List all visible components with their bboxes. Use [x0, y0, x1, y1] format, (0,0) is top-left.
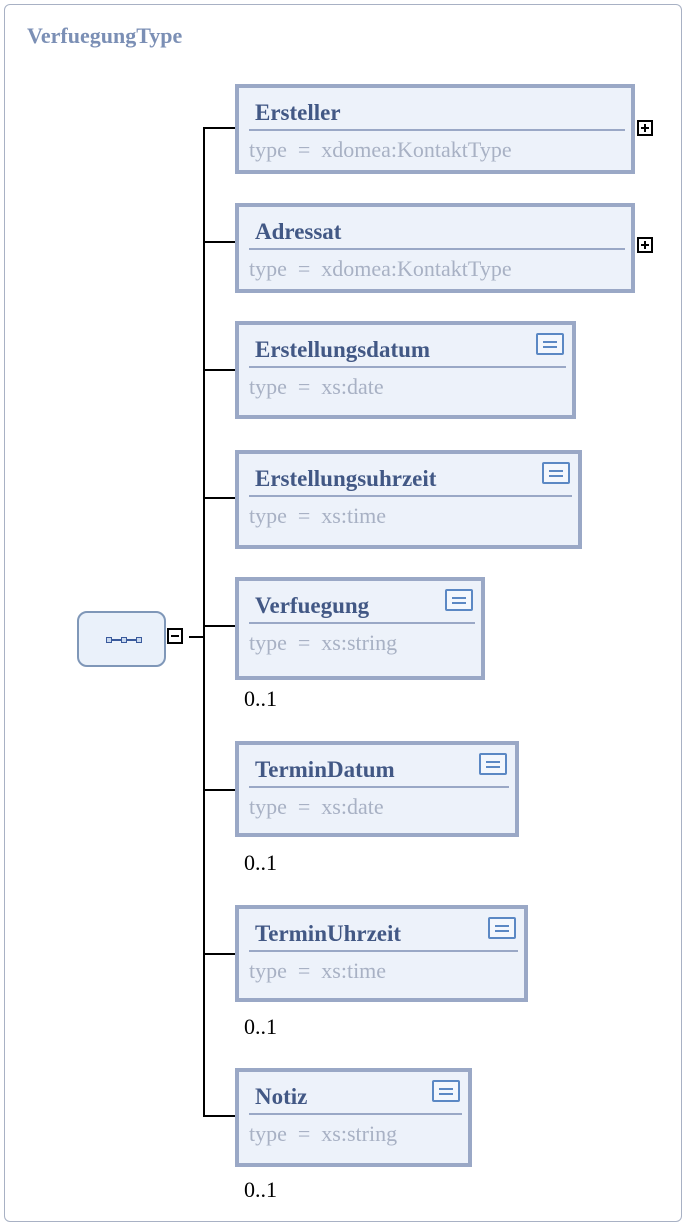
element-type: type = xs:time — [249, 503, 387, 528]
diagram-title: VerfuegungType — [27, 23, 183, 48]
element-name: Adressat — [255, 219, 342, 244]
element-type: type = xs:date — [249, 794, 384, 819]
sequence-compositor[interactable] — [77, 611, 166, 667]
element-divider — [249, 129, 625, 131]
element-box-termindatum[interactable]: TerminDatum type = xs:date — [235, 741, 519, 837]
element-name: TerminUhrzeit — [255, 921, 402, 946]
documentation-icon[interactable] — [536, 333, 564, 355]
branch-connector — [203, 369, 235, 371]
element-name: Notiz — [255, 1084, 308, 1109]
occurrence-label: 0..1 — [244, 850, 277, 875]
branch-connector — [203, 625, 235, 627]
element-divider — [249, 950, 518, 952]
element-box-erstellungsuhrzeit[interactable]: Erstellungsuhrzeit type = xs:time — [235, 450, 582, 549]
branch-connector — [203, 789, 235, 791]
documentation-icon[interactable] — [445, 589, 473, 611]
occurrence-label: 0..1 — [244, 686, 277, 711]
element-name: Erstellungsuhrzeit — [255, 466, 437, 491]
element-divider — [249, 622, 475, 624]
element-divider — [249, 786, 509, 788]
expand-toggle-icon[interactable] — [637, 120, 653, 136]
element-box-notiz[interactable]: Notiz type = xs:string — [235, 1068, 472, 1167]
branch-connector — [203, 241, 235, 243]
documentation-icon[interactable] — [542, 462, 570, 484]
sequence-connector — [189, 636, 204, 638]
element-divider — [249, 248, 625, 250]
element-type: type = xdomea:KontaktType — [249, 256, 512, 281]
element-name: TerminDatum — [255, 757, 395, 782]
branch-connector — [203, 1115, 235, 1117]
element-name: Erstellungsdatum — [255, 337, 431, 362]
sequence-icon — [106, 636, 142, 644]
occurrence-label: 0..1 — [244, 1177, 277, 1202]
element-name: Verfuegung — [255, 593, 370, 618]
expand-toggle-icon[interactable] — [637, 237, 653, 253]
element-type: type = xdomea:KontaktType — [249, 137, 512, 162]
element-divider — [249, 495, 572, 497]
element-name: Ersteller — [255, 100, 341, 125]
branch-connector — [203, 127, 235, 129]
element-divider — [249, 1113, 462, 1115]
element-box-adressat[interactable]: Adressat type = xdomea:KontaktType — [235, 203, 635, 293]
element-type: type = xs:string — [249, 630, 398, 655]
element-box-ersteller[interactable]: Ersteller type = xdomea:KontaktType — [235, 84, 635, 174]
element-type: type = xs:string — [249, 1121, 398, 1146]
element-type: type = xs:time — [249, 958, 387, 983]
branch-connector — [203, 953, 235, 955]
element-box-erstellungsdatum[interactable]: Erstellungsdatum type = xs:date — [235, 321, 576, 419]
documentation-icon[interactable] — [479, 753, 507, 775]
element-divider — [249, 366, 566, 368]
documentation-icon[interactable] — [488, 917, 516, 939]
sequence-trunk-line — [203, 127, 205, 1117]
documentation-icon[interactable] — [432, 1080, 460, 1102]
collapse-toggle-icon[interactable] — [167, 628, 183, 644]
element-type: type = xs:date — [249, 374, 384, 399]
element-box-terminuhrzeit[interactable]: TerminUhrzeit type = xs:time — [235, 905, 528, 1002]
occurrence-label: 0..1 — [244, 1014, 277, 1039]
branch-connector — [203, 497, 235, 499]
element-box-verfuegung[interactable]: Verfuegung type = xs:string — [235, 577, 485, 680]
